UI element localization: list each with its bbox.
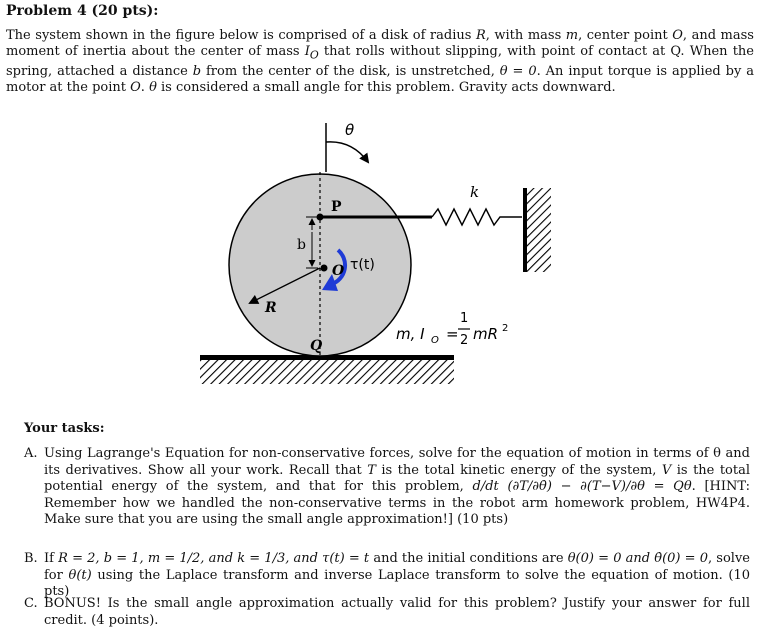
task-a-text: Using Lagrange's Equation for non-conser… bbox=[44, 446, 750, 529]
task-text: is the total kinetic energy of the syste… bbox=[375, 462, 662, 478]
radius-label: R bbox=[264, 300, 277, 316]
theta-zero: θ = 0 bbox=[499, 63, 537, 79]
point-Q-label: Q bbox=[310, 338, 322, 354]
lagrange-formula: d/dt (∂T/∂θ̇) − ∂(T−V)/∂θ = Qθ bbox=[472, 479, 692, 494]
tasks-heading: Your tasks: bbox=[24, 421, 105, 436]
initial-conditions: θ(0) = 0 and θ̇(0) = 0 bbox=[567, 551, 708, 566]
torque-arrow-head bbox=[322, 274, 338, 291]
symbol-T: T bbox=[367, 462, 376, 478]
torque-arrow bbox=[331, 248, 348, 286]
torque-label: τ(t) bbox=[350, 257, 375, 273]
point-O-label: O bbox=[332, 263, 345, 279]
symbol-theta: θ bbox=[149, 79, 157, 95]
intro-text: from the center of the disk, is unstretc… bbox=[201, 63, 500, 79]
task-b-label: B. bbox=[24, 551, 38, 566]
wall bbox=[523, 188, 527, 272]
symbol-O: O bbox=[672, 28, 683, 43]
symbol-I: I bbox=[304, 44, 310, 59]
symbol-m: m bbox=[565, 28, 579, 43]
task-a: A. Using Lagrange's Equation for non-con… bbox=[24, 446, 750, 529]
task-c: C. BONUS! Is the small angle approximati… bbox=[24, 596, 750, 629]
theta-label: θ bbox=[345, 121, 354, 139]
fraction-denominator: 2 bbox=[460, 333, 468, 348]
problem-statement: The system shown in the figure below is … bbox=[6, 28, 754, 96]
intro-text: , center point bbox=[578, 28, 673, 43]
inertia-subscript: O bbox=[431, 335, 439, 346]
parameter-values: R = 2, b = 1, m = 1/2, and k = 1/3, and … bbox=[58, 551, 370, 566]
task-c-label: C. bbox=[24, 596, 38, 611]
task-b-text: If R = 2, b = 1, m = 1/2, and k = 1/3, a… bbox=[44, 551, 750, 601]
task-text: , solve for bbox=[44, 551, 750, 583]
intro-text: , with mass bbox=[485, 28, 566, 43]
task-text: using the Laplace transform and inverse … bbox=[44, 567, 750, 600]
ground-hatch bbox=[200, 360, 454, 384]
symbol-O: O bbox=[130, 79, 141, 95]
task-text: is the total potential energy of the sys… bbox=[44, 462, 751, 495]
theta-arc-arrow bbox=[325, 141, 370, 164]
wall-hatch bbox=[527, 188, 551, 272]
task-c-text: BONUS! Is the small angle approximation … bbox=[44, 596, 750, 628]
fraction-numerator: 1 bbox=[460, 311, 468, 326]
point-O bbox=[320, 264, 328, 272]
intro-text: . bbox=[140, 79, 150, 95]
squared-superscript: 2 bbox=[502, 323, 508, 334]
symbol-b: b bbox=[192, 63, 202, 79]
point-P bbox=[316, 213, 324, 221]
intro-text: . An input torque is applied by a motor … bbox=[6, 63, 754, 95]
problem-title: Problem 4 (20 pts): bbox=[6, 3, 159, 19]
task-b: B. If R = 2, b = 1, m = 1/2, and k = 1/3… bbox=[24, 551, 750, 601]
intro-text: The system shown in the figure below is … bbox=[6, 28, 476, 43]
spring-constant-label: k bbox=[470, 183, 479, 201]
intro-text: , and mass moment of inertia about the c… bbox=[6, 28, 754, 59]
inertia-label: m, I bbox=[396, 325, 425, 343]
task-text: and the initial conditions are bbox=[369, 551, 568, 566]
mR-label: mR bbox=[473, 325, 498, 343]
symbol-V: V bbox=[661, 462, 672, 478]
theta-of-t: θ(t) bbox=[68, 567, 92, 583]
task-text: If bbox=[44, 551, 59, 566]
symbol-R: R bbox=[475, 28, 486, 43]
symbol-I-sub: O bbox=[309, 48, 319, 62]
point-P-label: P bbox=[331, 199, 342, 215]
radius-arrow bbox=[248, 267, 321, 304]
spring bbox=[431, 207, 522, 227]
task-text: . [HINT: Remember how we handled the non… bbox=[44, 479, 750, 527]
ground-surface bbox=[200, 355, 454, 360]
task-text: Using Lagrange's Equation for non-conser… bbox=[44, 446, 750, 478]
intro-text: is considered a small angle for this pro… bbox=[156, 79, 616, 95]
equals-sign: = bbox=[446, 325, 459, 343]
task-a-label: A. bbox=[24, 446, 38, 461]
b-label: b bbox=[297, 237, 306, 253]
intro-text: that rolls without slipping, with point … bbox=[6, 44, 754, 79]
